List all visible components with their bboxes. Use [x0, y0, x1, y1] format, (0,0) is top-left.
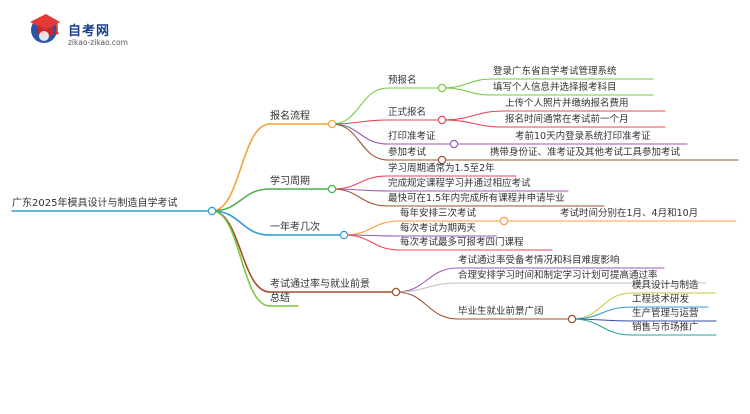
node-connector-dot — [437, 83, 447, 93]
connector-line — [211, 123, 271, 212]
leaf-node[interactable]: 参加考试 — [388, 147, 427, 158]
leaf-node[interactable]: 合理安排学习时间和制定学习计划可提高通过率 — [458, 270, 658, 281]
connector-line — [343, 234, 401, 251]
connector-line — [331, 123, 389, 145]
leaf-node[interactable]: 销售与市场推广 — [632, 322, 699, 333]
node-connector-dot — [437, 155, 447, 165]
leaf-node[interactable]: 学习周期通常为1.5至2年 — [388, 163, 495, 174]
connector-line — [441, 78, 494, 89]
connector-line — [395, 267, 459, 293]
leaf-node[interactable]: 填写个人信息并选择报考科目 — [493, 82, 617, 93]
connector-line — [441, 87, 494, 96]
connector-line — [571, 306, 633, 320]
connector-line — [395, 282, 459, 293]
leaf-node[interactable]: 考前10天内登录系统打印准考证 — [515, 131, 651, 142]
node-connector-dot — [207, 206, 217, 216]
connector-line — [395, 291, 459, 320]
mindmap-root-node[interactable]: 广东2025年模具设计与制造自学考试 — [12, 198, 178, 209]
leaf-node[interactable]: 每年安排三次考试 — [400, 208, 477, 219]
leaf-node[interactable]: 登录广东省自学考试管理系统 — [493, 66, 617, 77]
connector-line — [331, 175, 389, 190]
node-connector-dot — [339, 230, 349, 240]
leaf-node[interactable]: 每次考试最多可报考四门课程 — [400, 237, 524, 248]
leaf-node[interactable]: 模具设计与制造 — [632, 280, 699, 291]
leaf-node[interactable]: 最快可在1.5年内完成所有课程并申请毕业 — [388, 193, 565, 204]
connector-line — [571, 292, 633, 320]
leaf-node[interactable]: 报名时间通常在考试前一个月 — [505, 114, 629, 125]
leaf-node[interactable]: 预报名 — [388, 75, 417, 86]
leaf-node[interactable]: 考试通过率受备考情况和科目难度影响 — [458, 255, 620, 266]
leaf-node[interactable]: 工程技术研发 — [632, 294, 690, 305]
branch-node[interactable]: 学习周期 — [270, 176, 310, 187]
leaf-node[interactable]: 上传个人照片并缴纳报名费用 — [505, 98, 629, 109]
graduation-cap-icon — [30, 14, 60, 43]
leaf-node[interactable]: 正式报名 — [388, 107, 427, 118]
connector-line — [211, 210, 271, 236]
site-url[interactable]: zikao-zikao.com — [68, 38, 128, 47]
leaf-node[interactable]: 打印准考证 — [388, 131, 436, 142]
connector-line — [343, 220, 401, 236]
node-connector-dot — [327, 184, 337, 194]
branch-node[interactable]: 一年考几次 — [270, 222, 320, 233]
node-connector-dot — [567, 314, 577, 324]
leaf-node[interactable]: 考试时间分别在1月、4月和10月 — [560, 208, 699, 219]
connector-line — [331, 87, 389, 125]
connector-line — [211, 210, 271, 307]
connector-line — [211, 188, 271, 212]
branch-node[interactable]: 报名流程 — [270, 111, 310, 122]
leaf-node[interactable]: 每次考试为期两天 — [400, 223, 477, 234]
site-title[interactable]: 自考网 — [68, 24, 111, 39]
node-connector-dot — [391, 287, 401, 297]
connector-line — [441, 110, 506, 121]
node-connector-dot — [327, 119, 337, 129]
leaf-node[interactable]: 完成规定课程学习并通过相应考试 — [388, 178, 531, 189]
connector-line — [441, 119, 506, 128]
connector-line — [331, 188, 389, 207]
connector-line — [571, 318, 633, 336]
leaf-node[interactable]: 携带身份证、准考证及其他考试工具参加考试 — [490, 147, 681, 158]
leaf-node[interactable]: 生产管理与运营 — [632, 308, 699, 319]
connector-line — [331, 119, 389, 125]
node-connector-dot — [499, 216, 509, 226]
site-logo[interactable] — [24, 8, 64, 52]
branch-node[interactable]: 总结 — [270, 293, 290, 304]
node-connector-dot — [449, 139, 459, 149]
branch-node[interactable]: 考试通过率与就业前景 — [270, 279, 370, 290]
leaf-node[interactable]: 毕业生就业前景广阔 — [458, 306, 544, 317]
node-connector-dot — [437, 115, 447, 125]
connector-line — [331, 123, 389, 161]
